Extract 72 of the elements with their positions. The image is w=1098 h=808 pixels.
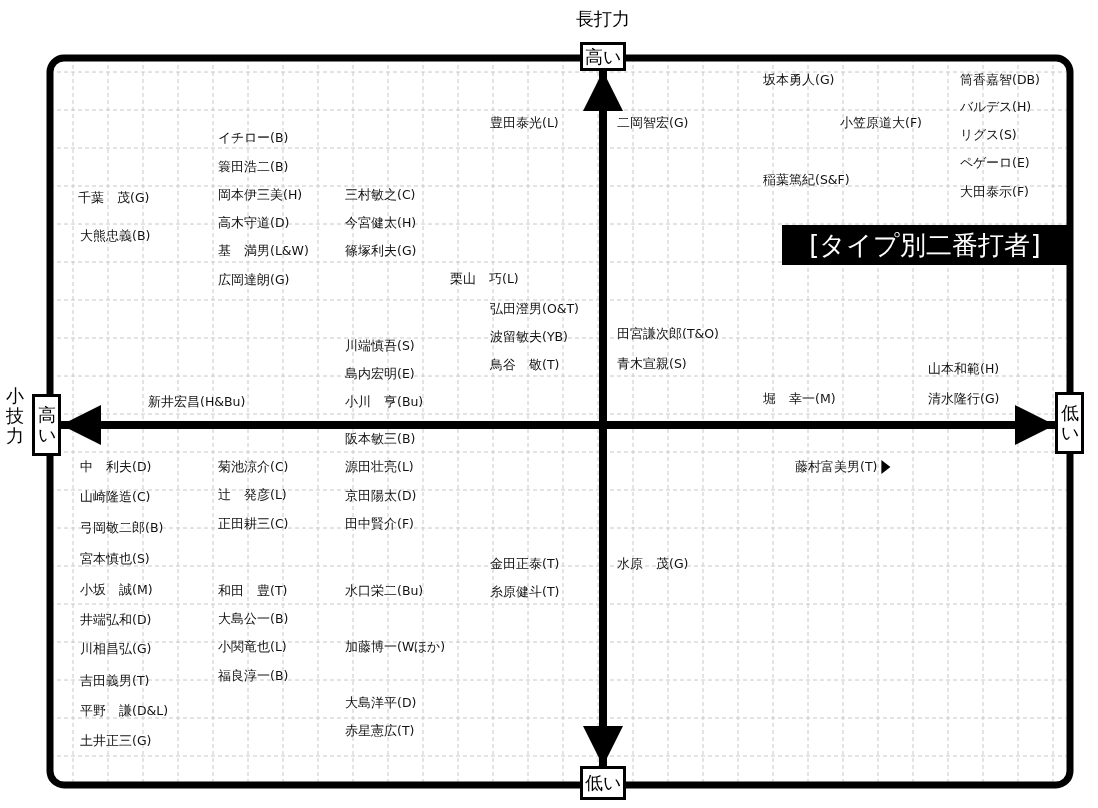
- axis-end-box: 低い: [1055, 392, 1084, 454]
- axis-arrow: [583, 71, 623, 766]
- player-name: 坂本勇人(G): [763, 71, 835, 89]
- player-name: 川相昌弘(G): [80, 640, 152, 658]
- player-name: 宮本慎也(S): [80, 550, 150, 568]
- player-name: 波留敏夫(YB): [490, 328, 568, 346]
- player-name: 弓岡敬二郎(B): [80, 519, 164, 537]
- player-name: 島内宏明(E): [345, 365, 415, 383]
- player-name: 小笠原道大(F): [840, 114, 922, 132]
- axis-end-box: 高い: [580, 42, 626, 71]
- player-name: 大島洋平(D): [345, 694, 417, 712]
- player-name: 簑田浩二(B): [218, 158, 289, 176]
- player-name: 山本和範(H): [928, 360, 1000, 378]
- player-name: 弘田澄男(O&T): [490, 300, 579, 318]
- player-name: ペゲーロ(E): [960, 154, 1030, 172]
- player-name: 和田 豊(T): [218, 582, 288, 600]
- player-name: 京田陽太(D): [345, 487, 417, 505]
- player-name: 筒香嘉智(DB): [960, 71, 1040, 89]
- player-name: 平野 謙(D&L): [80, 702, 169, 720]
- player-name: 小川 亨(Bu): [345, 393, 424, 411]
- player-name: 小関竜也(L): [218, 638, 287, 656]
- player-name: 正田耕三(C): [218, 515, 289, 533]
- player-name: 大田泰示(F): [960, 183, 1029, 201]
- player-name: 清水隆行(G): [928, 390, 1000, 408]
- player-name: 田宮謙次郎(T&O): [617, 325, 719, 343]
- player-name: 鳥谷 敬(T): [490, 356, 560, 374]
- player-name: 水原 茂(G): [617, 555, 689, 573]
- player-name: 水口栄二(Bu): [345, 582, 424, 600]
- axis-title: 長打力: [576, 9, 630, 29]
- player-name: 川端慎吾(S): [345, 337, 415, 355]
- player-name: 大島公一(B): [218, 610, 289, 628]
- player-name: 広岡達朗(G): [218, 271, 290, 289]
- player-name: 井端弘和(D): [80, 611, 152, 629]
- player-name: 福良淳一(B): [218, 667, 289, 685]
- player-name: 栗山 巧(L): [450, 270, 519, 288]
- player-name: 田中賢介(F): [345, 515, 414, 533]
- player-name: 加藤博一(Wほか): [345, 638, 446, 656]
- player-name: 堀 幸一(M): [763, 390, 836, 408]
- player-name: 豊田泰光(L): [490, 114, 559, 132]
- title-banner: [タイプ別二番打者]: [782, 225, 1068, 265]
- player-name: 三村敏之(C): [345, 186, 416, 204]
- player-name: 稲葉篤紀(S&F): [763, 171, 850, 189]
- player-name: 今宮健太(H): [345, 214, 417, 232]
- player-name: 菊池涼介(C): [218, 458, 289, 476]
- player-name: 吉田義男(T): [80, 672, 150, 690]
- player-name: 青木宣親(S): [617, 355, 687, 373]
- player-name: 辻 発彦(L): [218, 486, 287, 504]
- player-name: 千葉 茂(G): [78, 189, 150, 207]
- axis-title: 小技力: [6, 386, 24, 446]
- axis-arrow: [61, 405, 1055, 445]
- player-name: 大熊忠義(B): [80, 227, 151, 245]
- player-name: 山崎隆造(C): [80, 488, 151, 506]
- player-name: バルデス(H): [960, 98, 1032, 116]
- player-name: 基 満男(L&W): [218, 242, 309, 260]
- player-name: 中 利夫(D): [80, 458, 152, 476]
- player-name: 金田正泰(T): [490, 555, 560, 573]
- player-name: 赤星憲広(T): [345, 722, 415, 740]
- player-name: 岡本伊三美(H): [218, 186, 303, 204]
- player-name: 二岡智宏(G): [617, 114, 689, 132]
- player-name: 新井宏昌(H&Bu): [148, 393, 246, 411]
- player-name: 藤村富美男(T): [795, 458, 878, 476]
- player-name: 土井正三(G): [80, 732, 152, 750]
- player-name: 源田壮亮(L): [345, 458, 414, 476]
- player-name: 篠塚利夫(G): [345, 242, 417, 260]
- player-name: リグス(S): [960, 126, 1017, 144]
- player-name: 小坂 誠(M): [80, 581, 153, 599]
- player-name: イチロー(B): [218, 129, 289, 147]
- axis-end-box: 低い: [580, 766, 626, 800]
- player-name: 阪本敏三(B): [345, 430, 416, 448]
- player-name: 高木守道(D): [218, 214, 290, 232]
- player-name: 糸原健斗(T): [490, 583, 560, 601]
- axis-end-box: 高い: [32, 394, 61, 456]
